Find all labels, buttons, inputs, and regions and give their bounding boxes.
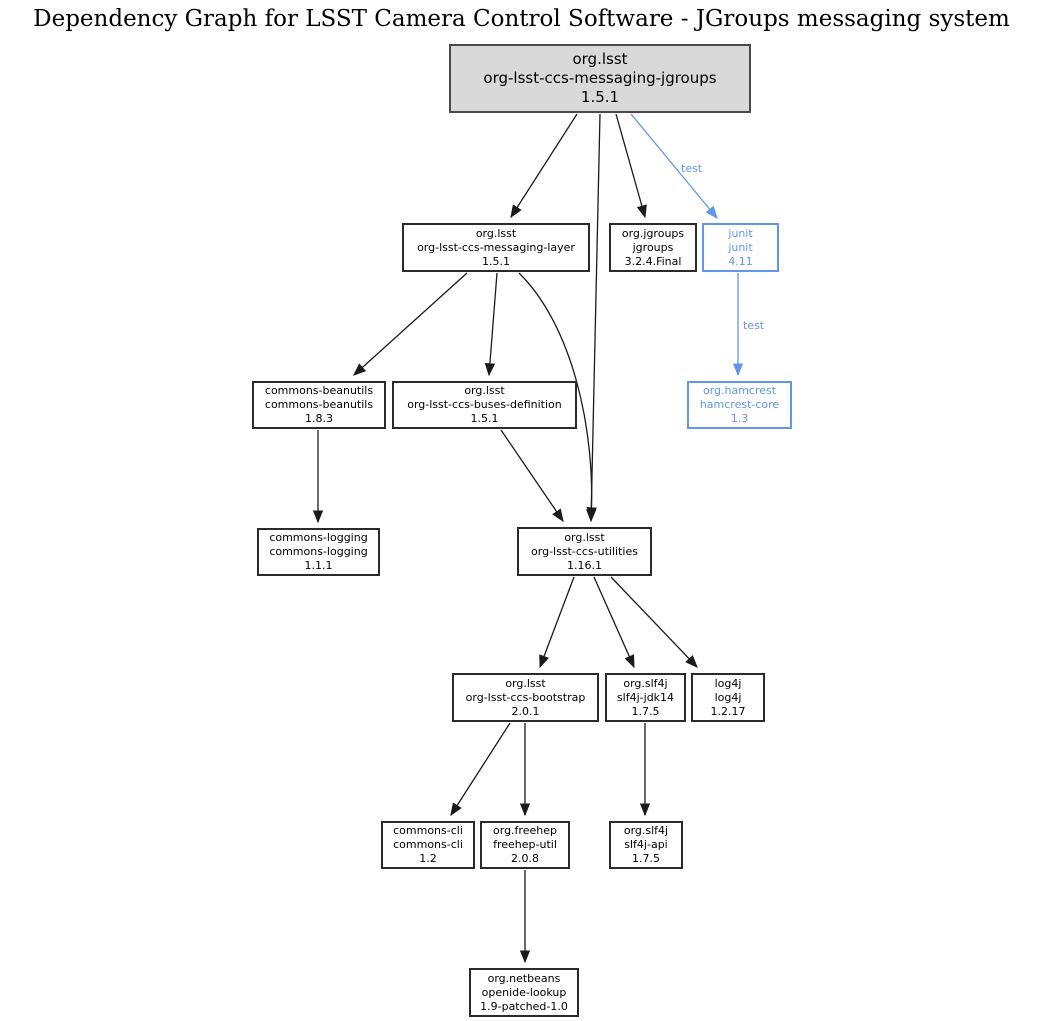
node-commons-cli: commons-cli commons-cli 1.2 bbox=[381, 821, 475, 869]
node-group: commons-beanutils bbox=[264, 384, 374, 397]
graph-title: Dependency Graph for LSST Camera Control… bbox=[33, 6, 1010, 32]
node-org-lsst-ccs-buses-definition: org.lsst org-lsst-ccs-buses-definition 1… bbox=[392, 381, 577, 429]
node-group: org.lsst bbox=[572, 50, 628, 68]
node-artifact: commons-beanutils bbox=[264, 398, 374, 411]
node-version: 1.2 bbox=[419, 852, 437, 865]
node-group: commons-logging bbox=[269, 531, 368, 544]
edge-messaging-jgroups-to-junit bbox=[630, 113, 718, 220]
node-artifact: commons-cli bbox=[393, 838, 463, 851]
edge-bootstrap-to-commons-cli bbox=[450, 722, 511, 817]
edge-messaging-jgroups-to-messaging-layer bbox=[510, 113, 578, 219]
node-version: 3.2.4.Final bbox=[624, 254, 682, 268]
node-group: org.jgroups bbox=[621, 226, 685, 240]
node-junit: junit junit 4.11 bbox=[702, 223, 779, 272]
node-org-lsst-ccs-messaging-jgroups: org.lsst org-lsst-ccs-messaging-jgroups … bbox=[449, 44, 751, 113]
node-slf4j-jdk14: org.slf4j slf4j-jdk14 1.7.5 bbox=[605, 673, 686, 722]
node-commons-beanutils: commons-beanutils commons-beanutils 1.8.… bbox=[252, 381, 386, 429]
node-openide-lookup: org.netbeans openide-lookup 1.9-patched-… bbox=[469, 968, 579, 1017]
node-artifact: org-lsst-ccs-bootstrap bbox=[465, 690, 586, 704]
edge-label-test-junit: test bbox=[681, 162, 703, 175]
node-jgroups: org.jgroups jgroups 3.2.4.Final bbox=[609, 223, 697, 272]
node-artifact: freehep-util bbox=[493, 838, 557, 851]
edge-buses-definition-to-utilities bbox=[500, 429, 564, 523]
edge-messaging-jgroups-to-jgroups bbox=[615, 113, 647, 219]
node-version: 4.11 bbox=[728, 254, 753, 268]
node-version: 1.3 bbox=[730, 412, 749, 425]
edge-utilities-to-bootstrap bbox=[539, 576, 575, 669]
node-group: org.lsst bbox=[564, 530, 605, 544]
node-group: org.freehep bbox=[493, 824, 557, 837]
node-version: 1.16.1 bbox=[567, 558, 602, 572]
node-group: org.hamcrest bbox=[702, 384, 777, 397]
node-artifact: commons-logging bbox=[269, 545, 368, 558]
node-version: 1.7.5 bbox=[632, 852, 660, 865]
node-artifact: log4j bbox=[714, 690, 742, 704]
node-version: 1.7.5 bbox=[631, 704, 660, 718]
edge-messaging-jgroups-to-utilities bbox=[586, 113, 601, 523]
node-group: commons-cli bbox=[393, 824, 463, 837]
node-version: 1.5.1 bbox=[470, 412, 499, 425]
node-group: org.lsst bbox=[464, 384, 505, 397]
node-version: 2.0.8 bbox=[511, 852, 539, 865]
node-version: 1.2.17 bbox=[710, 704, 746, 718]
node-log4j: log4j log4j 1.2.17 bbox=[691, 673, 765, 722]
node-version: 1.9-patched-1.0 bbox=[480, 999, 568, 1013]
edge-utilities-to-log4j bbox=[610, 576, 698, 668]
node-artifact: jgroups bbox=[632, 240, 674, 254]
edge-messaging-layer-to-buses-definition bbox=[484, 272, 498, 377]
edge-messaging-layer-to-commons-beanutils bbox=[353, 272, 468, 376]
node-version: 1.8.3 bbox=[305, 412, 333, 425]
node-slf4j-api: org.slf4j slf4j-api 1.7.5 bbox=[609, 821, 683, 869]
node-artifact: org-lsst-ccs-messaging-layer bbox=[417, 240, 575, 254]
node-version: 1.5.1 bbox=[482, 254, 510, 268]
node-artifact: junit bbox=[728, 240, 753, 254]
node-artifact: org-lsst-ccs-buses-definition bbox=[407, 398, 562, 411]
node-artifact: hamcrest-core bbox=[699, 398, 780, 411]
node-org-lsst-ccs-utilities: org.lsst org-lsst-ccs-utilities 1.16.1 bbox=[517, 527, 652, 576]
node-freehep-util: org.freehep freehep-util 2.0.8 bbox=[480, 821, 570, 869]
node-org-lsst-ccs-messaging-layer: org.lsst org-lsst-ccs-messaging-layer 1.… bbox=[402, 223, 590, 272]
node-group: org.slf4j bbox=[623, 824, 669, 837]
node-version: 2.0.1 bbox=[511, 704, 540, 718]
node-artifact: slf4j-jdk14 bbox=[616, 690, 675, 704]
node-version: 1.5.1 bbox=[580, 88, 620, 106]
node-group: log4j bbox=[714, 676, 742, 690]
node-artifact: org-lsst-ccs-messaging-jgroups bbox=[483, 69, 717, 87]
node-group: org.lsst bbox=[505, 676, 546, 690]
node-artifact: org-lsst-ccs-utilities bbox=[531, 544, 638, 558]
node-artifact: slf4j-api bbox=[624, 838, 668, 851]
node-group: org.lsst bbox=[475, 226, 517, 240]
node-version: 1.1.1 bbox=[304, 559, 333, 572]
edge-utilities-to-slf4j-jdk14 bbox=[593, 576, 635, 669]
node-group: org.netbeans bbox=[487, 971, 561, 985]
node-group: org.slf4j bbox=[623, 676, 668, 690]
node-group: junit bbox=[728, 226, 753, 240]
node-artifact: openide-lookup bbox=[481, 985, 567, 999]
node-org-lsst-ccs-bootstrap: org.lsst org-lsst-ccs-bootstrap 2.0.1 bbox=[452, 673, 599, 722]
edge-label-test-hamcrest: test bbox=[743, 319, 765, 332]
node-hamcrest-core: org.hamcrest hamcrest-core 1.3 bbox=[687, 381, 792, 429]
node-commons-logging: commons-logging commons-logging 1.1.1 bbox=[257, 528, 380, 576]
